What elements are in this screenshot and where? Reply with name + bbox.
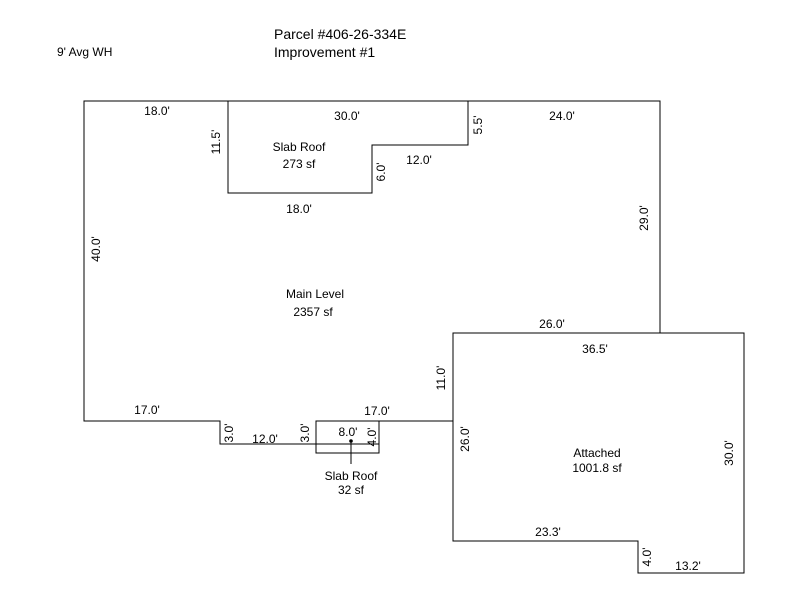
main-level-name: Main Level xyxy=(286,287,344,301)
dim-small-slab-width: 8.0' xyxy=(339,425,358,439)
dim-small-slab-depth: 4.0' xyxy=(365,428,379,447)
small-slab-leader-dot xyxy=(349,439,353,443)
slab-roof-top-outline xyxy=(227,100,469,194)
dim-step-left: 3.0' xyxy=(222,424,236,443)
slab-roof-top-size: 273 sf xyxy=(283,157,316,171)
dim-slab-right-upper: 5.5' xyxy=(471,116,485,135)
dim-slab-left: 11.5' xyxy=(209,130,223,155)
dim-main-bottom-left: 17.0' xyxy=(134,403,160,417)
dim-main-top-right: 24.0' xyxy=(549,109,575,123)
dim-step-right: 3.0' xyxy=(298,424,312,443)
slab-roof-small-name: Slab Roof xyxy=(325,469,378,483)
dim-main-bottom-right: 17.0' xyxy=(364,404,390,418)
dim-main-right: 29.0' xyxy=(637,205,651,231)
parcel-number: Parcel #406-26-334E xyxy=(274,26,406,42)
dim-slab-step: 12.0' xyxy=(406,153,432,167)
attached-size: 1001.8 sf xyxy=(572,461,622,475)
dim-attached-bottom-right: 13.2' xyxy=(675,559,701,573)
dim-attached-overlap-top: 26.0' xyxy=(539,317,565,331)
improvement-label: Improvement #1 xyxy=(274,44,375,60)
dim-attached-right: 30.0' xyxy=(722,440,736,466)
slab-roof-small-size: 32 sf xyxy=(338,483,365,497)
wall-height-label: 9' Avg WH xyxy=(57,45,112,59)
main-level-size: 2357 sf xyxy=(293,305,333,319)
dim-attached-top: 36.5' xyxy=(582,342,608,356)
dim-main-top-left: 18.0' xyxy=(144,104,170,118)
attached-outline xyxy=(452,332,745,574)
slab-roof-top-name: Slab Roof xyxy=(273,140,326,154)
dim-step-bottom: 12.0' xyxy=(252,432,278,446)
dim-slab-right-lower: 6.0' xyxy=(374,163,388,182)
slab-roof-small-outline xyxy=(315,420,380,454)
dim-attached-notch: 4.0' xyxy=(640,548,654,567)
dim-slab-top: 30.0' xyxy=(334,109,360,123)
dim-main-right-bottom: 11.0' xyxy=(434,366,448,391)
dim-slab-bottom: 18.0' xyxy=(286,202,312,216)
dim-attached-left: 26.0' xyxy=(458,426,472,452)
dim-attached-bottom: 23.3' xyxy=(535,525,561,539)
attached-name: Attached xyxy=(573,446,620,460)
dim-main-left: 40.0' xyxy=(89,236,103,262)
